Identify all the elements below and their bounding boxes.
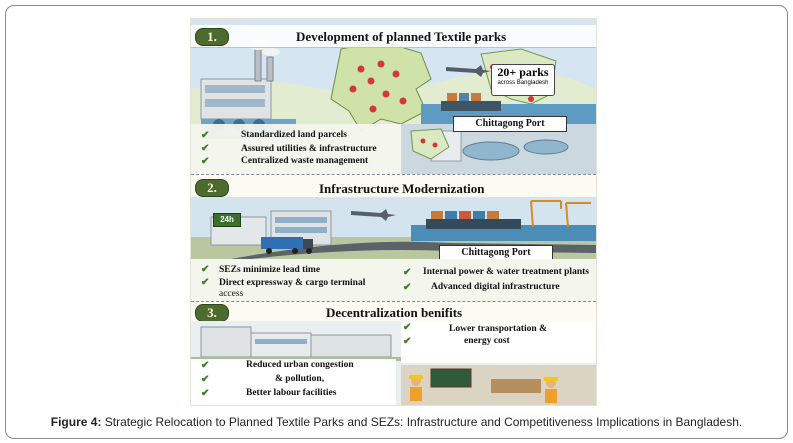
section-2-bullet-left-1: SEZs minimize lead time xyxy=(219,265,321,275)
section-1-title-bar xyxy=(191,25,596,48)
check-icon: ✔ xyxy=(201,360,210,371)
figure-caption: Figure 4: Strategic Relocation to Planne… xyxy=(0,415,793,429)
section-2-bullet-left-3: access xyxy=(219,289,244,299)
section-1-bullet-3: Centralized waste management xyxy=(241,156,369,166)
truck-illustration xyxy=(261,237,313,254)
parks-count: 20+ parks xyxy=(497,65,549,79)
section-1-port-label: Chittagong Port xyxy=(453,116,567,132)
check-icon: ✔ xyxy=(403,336,412,347)
check-icon: ✔ xyxy=(403,322,412,333)
section-3-title: Decentralization benifits xyxy=(326,305,463,320)
section-2-bullet-right-1: Internal power & water treatment plants xyxy=(423,267,589,277)
parks-badge: 20+ parks across Bangladesh xyxy=(491,64,555,96)
section-2-bullet-left-2: Direct expressway & cargo terminal xyxy=(219,278,366,288)
check-icon: ✔ xyxy=(201,277,210,288)
caption-label: Figure 4: xyxy=(50,415,102,429)
benefit-bottom-line-3: Better labour facilities xyxy=(246,388,337,398)
check-icon: ✔ xyxy=(403,267,412,278)
parks-subtext: across Bangladesh xyxy=(497,80,549,86)
benefit-bottom-line-1: Reduced urban congestion xyxy=(246,360,354,370)
section-1-title: Development of planned Textile parks xyxy=(296,29,507,44)
section-3-number: 3. xyxy=(195,304,229,322)
benefit-top-line-1: Lower transportation & xyxy=(449,324,547,334)
section-1-bullet-2: Assured utilities & infrastructure xyxy=(241,144,377,154)
section-2-illustration xyxy=(191,197,596,259)
section-2-number: 2. xyxy=(195,179,229,197)
benefit-box-bottom xyxy=(191,359,396,405)
check-icon: ✔ xyxy=(201,374,210,385)
check-icon: ✔ xyxy=(201,388,210,399)
infographic: 1. Development of planned Textile parks … xyxy=(190,18,597,406)
section-1-number: 1. xyxy=(195,28,229,46)
benefit-top-line-2: energy cost xyxy=(464,336,510,346)
benefit-bottom-line-2: & pollution, xyxy=(275,374,325,384)
section-2-bullet-right-2: Advanced digital infrastructure xyxy=(431,282,560,292)
check-icon: ✔ xyxy=(403,282,412,293)
check-icon: ✔ xyxy=(201,143,210,154)
caption-text: Strategic Relocation to Planned Textile … xyxy=(101,415,743,429)
section-1-bullet-1: Standardized land parcels xyxy=(241,130,347,140)
benefit-box-top xyxy=(401,321,596,363)
section-2-title: Infrastructure Modernization xyxy=(319,181,485,196)
24h-sign: 24h xyxy=(213,213,241,227)
section-divider xyxy=(191,174,596,175)
check-icon: ✔ xyxy=(201,264,210,275)
map-pins xyxy=(349,60,407,113)
section-2-bullet-panel xyxy=(191,259,596,301)
check-icon: ✔ xyxy=(201,156,210,167)
section-divider xyxy=(191,301,596,302)
check-icon: ✔ xyxy=(201,130,210,141)
